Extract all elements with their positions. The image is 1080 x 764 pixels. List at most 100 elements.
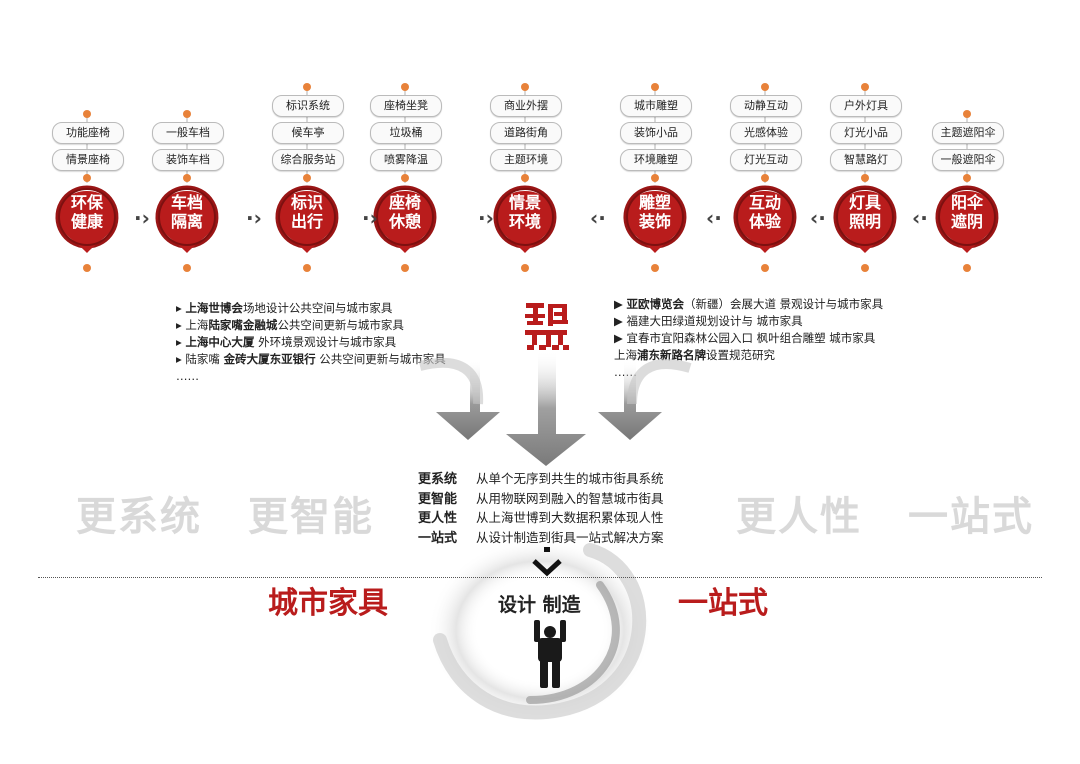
project-text: …… — [176, 369, 199, 383]
project-text: …… — [614, 365, 637, 379]
function-tag: 喷雾降温 — [370, 149, 442, 171]
dot-marker — [83, 110, 91, 118]
marker-dash — [544, 547, 550, 552]
category-title-line: 阳伞 — [950, 193, 983, 212]
project-text: ▸ — [176, 335, 186, 349]
dot-marker — [963, 264, 971, 272]
project-text: 设置规范研究 — [706, 348, 775, 362]
dot-marker — [761, 174, 769, 182]
seal-stamp-icon — [522, 300, 572, 352]
category-title-line: 座椅 — [388, 193, 421, 212]
project-text: ▸ 上海 — [176, 318, 209, 332]
dot-marker — [183, 110, 191, 118]
urban-furniture-label: 城市家具 — [268, 586, 388, 621]
person-icon — [534, 620, 566, 688]
flow-separator: ·› — [134, 206, 150, 230]
function-tag: 一般遮阳伞 — [932, 149, 1004, 171]
project-highlight: 上海中心大厦 — [185, 335, 255, 349]
feature-key: 更人性 — [418, 511, 458, 526]
project-text: 上海 — [614, 348, 637, 362]
feature-description: 从上海世博到大数据积累体现人性 — [476, 510, 664, 525]
dot-marker — [861, 264, 869, 272]
category-title-line: 标识 — [290, 193, 323, 212]
ghost-word-3: 更人性 — [736, 494, 862, 540]
category-title: 标识出行 — [275, 193, 339, 231]
category-title: 情景环境 — [493, 193, 557, 231]
project-text: 公共空间更新与城市家具 — [315, 352, 446, 366]
category-column: 城市雕塑装饰小品环境雕塑雕塑装饰 — [618, 83, 698, 278]
function-tag: 灯光小品 — [830, 122, 902, 144]
category-title-line: 车档 — [170, 193, 203, 212]
feature-list: 更系统从单个无序到共生的城市街具系统更智能从用物联网到融入的智慧城市街具更人性从… — [418, 470, 664, 548]
project-item: ▸ 陆家嘴 金砖大厦东亚银行 公共空间更新与城市家具 — [176, 351, 446, 368]
project-highlight: 浦东新路名牌 — [637, 348, 706, 362]
feature-row: 更系统从单个无序到共生的城市街具系统 — [418, 470, 664, 490]
category-column: 座椅坐凳垃圾桶喷雾降温座椅休憩 — [368, 83, 448, 278]
category-pin: 雕塑装饰 — [618, 183, 692, 257]
project-text: ▸ 陆家嘴 — [176, 352, 224, 366]
category-pin: 标识出行 — [270, 183, 344, 257]
project-item: ▸ 上海中心大厦 外环境景观设计与城市家具 — [176, 334, 446, 351]
dot-marker — [83, 264, 91, 272]
one-stop-label: 一站式 — [678, 586, 768, 621]
category-title-line: 灯具 — [848, 193, 881, 212]
category-title: 雕塑装饰 — [623, 193, 687, 231]
design-manufacture-label: 设计 制造 — [498, 594, 581, 616]
project-text: ▶ — [614, 297, 627, 311]
feature-row: 一站式从设计制造到街具一站式解决方案 — [418, 529, 664, 549]
category-title-line: 雕塑 — [638, 193, 671, 212]
project-item: ▶ 宜春市宜阳森林公园入口 枫叶组合雕塑 城市家具 — [614, 330, 883, 347]
category-title-line: 情景 — [508, 193, 541, 212]
category-pin: 车档隔离 — [150, 183, 224, 257]
dot-marker — [183, 174, 191, 182]
function-tag: 情景座椅 — [52, 149, 124, 171]
project-item: ▶ 亚欧博览会（新疆）会展大道 景观设计与城市家具 — [614, 296, 883, 313]
project-list-left: ▸ 上海世博会场地设计公共空间与城市家具▸ 上海陆家嘴金融城公共空间更新与城市家… — [176, 300, 446, 385]
category-title-line: 健康 — [70, 212, 103, 231]
project-highlight: 上海世博会 — [185, 301, 243, 315]
dot-marker — [521, 83, 529, 91]
feature-description: 从设计制造到街具一站式解决方案 — [476, 529, 664, 545]
category-pin: 灯具照明 — [828, 183, 902, 257]
dotted-divider — [38, 577, 1042, 578]
dot-marker — [401, 174, 409, 182]
project-item: ▸ 上海陆家嘴金融城公共空间更新与城市家具 — [176, 317, 446, 334]
ghost-word-2: 更智能 — [248, 494, 374, 540]
connector-line — [86, 114, 88, 183]
dot-marker — [83, 174, 91, 182]
project-highlight: 陆家嘴金融城 — [208, 318, 278, 332]
function-tag: 功能座椅 — [52, 122, 124, 144]
category-title-line: 环境 — [508, 212, 541, 231]
category-title: 环保健康 — [55, 193, 119, 231]
project-item: …… — [614, 364, 883, 381]
project-item: ▶ 福建大田绿道规划设计与 城市家具 — [614, 313, 883, 330]
category-column: 功能座椅情景座椅环保健康 — [50, 88, 130, 278]
dot-marker — [521, 264, 529, 272]
dot-marker — [521, 174, 529, 182]
project-item: …… — [176, 368, 446, 385]
category-title-line: 隔离 — [170, 212, 203, 231]
dot-marker — [651, 264, 659, 272]
category-title-line: 互动 — [748, 193, 781, 212]
function-tag: 垃圾桶 — [370, 122, 442, 144]
project-text: 公共空间更新与城市家具 — [277, 318, 404, 332]
category-pin: 环保健康 — [50, 183, 124, 257]
feature-description: 从用物联网到融入的智慧城市街具 — [476, 490, 664, 506]
project-text: ▶ 福建大田绿道规划设计与 城市家具 — [614, 314, 803, 328]
chevron-down-icon — [532, 559, 562, 577]
function-tag: 灯光互动 — [730, 149, 802, 171]
dot-marker — [963, 110, 971, 118]
dot-marker — [963, 174, 971, 182]
category-title-line: 遮阴 — [950, 212, 983, 231]
ghost-word-1: 更系统 — [76, 494, 202, 540]
dot-marker — [303, 83, 311, 91]
category-title-line: 休憩 — [388, 212, 421, 231]
category-title-line: 装饰 — [638, 212, 671, 231]
project-text: （新疆）会展大道 景观设计与城市家具 — [684, 297, 884, 311]
category-title: 灯具照明 — [833, 193, 897, 231]
function-tag: 户外灯具 — [830, 95, 902, 117]
project-text: ▶ 宜春市宜阳森林公园入口 枫叶组合雕塑 城市家具 — [614, 331, 876, 345]
flow-separator: ‹· — [912, 206, 928, 230]
dot-marker — [651, 174, 659, 182]
function-tag: 光感体验 — [730, 122, 802, 144]
